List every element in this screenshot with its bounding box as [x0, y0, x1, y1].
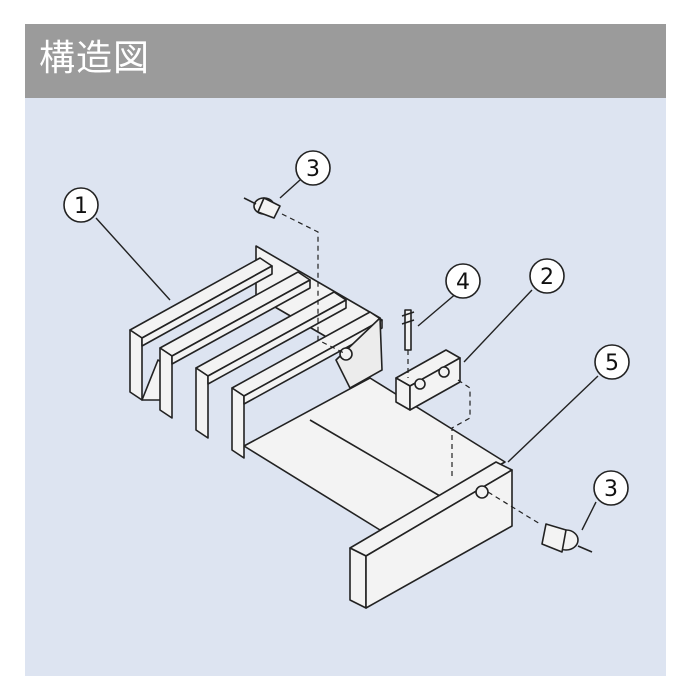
- pin: [401, 309, 415, 351]
- grating-bar-3: [195, 291, 347, 439]
- header-bar: 構造図: [25, 24, 666, 98]
- callout-1-circle: [63, 187, 99, 223]
- page-title: 構造図: [39, 38, 151, 79]
- end-plate: [349, 461, 513, 609]
- grating-bar-2: [159, 271, 311, 419]
- callout-5-circle: [594, 344, 630, 380]
- grating-bar-4: [231, 311, 383, 459]
- bolt-top: [243, 197, 281, 219]
- callout-2-label: 2: [540, 265, 554, 290]
- callout-4-label: 4: [456, 270, 470, 295]
- leader-lines: [95, 179, 599, 531]
- callout-1-label: 1: [74, 194, 88, 219]
- assembly-guides: [281, 213, 541, 525]
- callout-3-top-label: 3: [306, 157, 320, 182]
- callout-3-top-circle: [295, 150, 331, 186]
- callout-3-bottom-circle: [593, 470, 629, 506]
- callout-5-label: 5: [605, 351, 619, 376]
- front-plate: [335, 317, 383, 389]
- callout-2-circle: [529, 258, 565, 294]
- callout-3-bottom-label: 3: [604, 477, 618, 502]
- callout-4-circle: [445, 263, 481, 299]
- bracket: [395, 349, 461, 411]
- bolt-bottom: [541, 523, 593, 553]
- base-pan: [243, 377, 506, 531]
